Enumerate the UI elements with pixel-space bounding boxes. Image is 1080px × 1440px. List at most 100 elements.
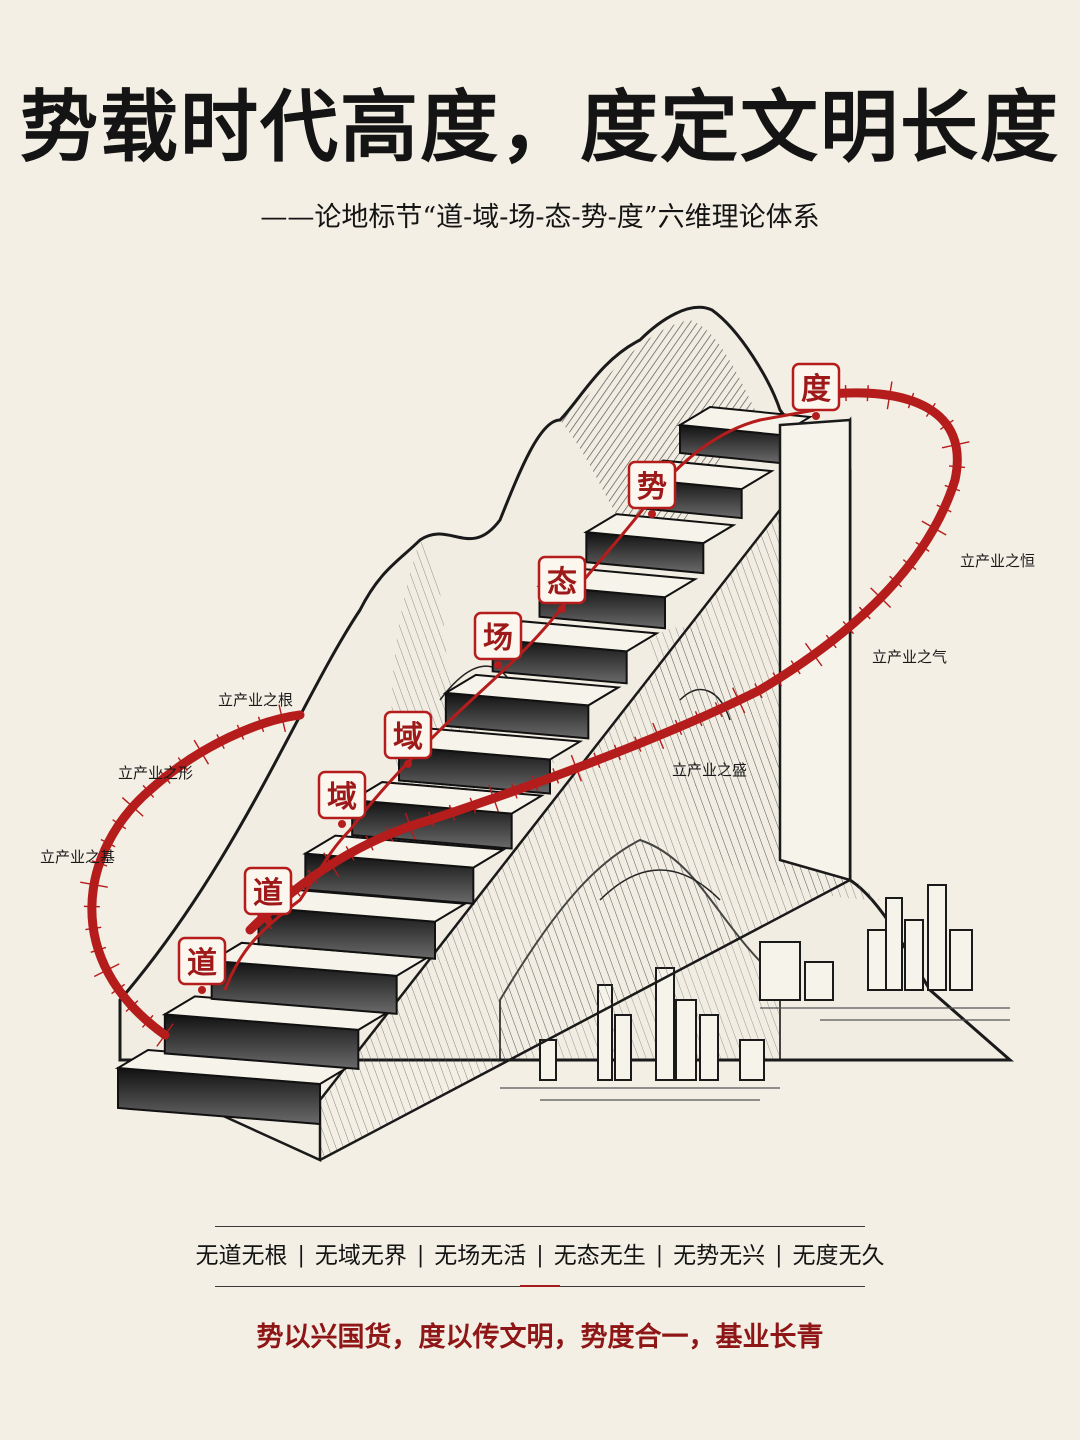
orbit-tick: [948, 465, 966, 469]
stair-seal-dot: [264, 916, 272, 924]
orbit-tick: [159, 770, 171, 784]
stair-seal-label: 道: [253, 876, 283, 911]
stair-seal-dot: [404, 760, 412, 768]
stair-seal-frame: [383, 710, 433, 760]
stair-seal: 度: [791, 362, 841, 420]
orbit-tick: [889, 575, 903, 588]
orbit-tick: [902, 559, 917, 571]
orbit-tick: [90, 946, 107, 953]
stair-tread: [583, 513, 737, 545]
orbit-tick: [907, 392, 915, 409]
orbit-tick: [925, 402, 936, 417]
stair-seal: 道: [177, 936, 227, 994]
orbit-tick: [142, 784, 155, 798]
orbit-tick: [427, 811, 435, 828]
orbit-tick: [216, 734, 225, 749]
orbit-tick: [714, 702, 723, 718]
orbit-tick: [772, 672, 783, 687]
orbit-tick: [866, 385, 869, 402]
orbit-tick: [125, 1000, 139, 1012]
slogan-row: 无道无根 | 无域无界 | 无场无活 | 无态无生 | 无势无兴 | 无度无久: [0, 1234, 1080, 1278]
orbit-tick: [307, 869, 319, 884]
divider-top: [215, 1226, 865, 1227]
stair-seal-frame: [177, 936, 227, 986]
stair-seal: 道: [243, 866, 293, 924]
slogan-separator: |: [655, 1243, 664, 1268]
orbit-tick: [570, 754, 582, 782]
orbit-tick: [385, 826, 394, 842]
stair-seal-dot: [812, 412, 820, 420]
orbit-tick: [156, 1023, 174, 1047]
stair-seal-label: 势: [637, 470, 667, 505]
stair-seal-frame: [473, 611, 523, 661]
orbit-tick: [177, 757, 188, 772]
orbit-tick: [345, 846, 355, 861]
orbit-label-form: 立产业之形: [118, 764, 193, 782]
orbit-tick: [112, 819, 127, 830]
orbit-tick: [915, 541, 930, 552]
stair-seal-label: 域: [327, 780, 357, 815]
orbit-tick: [100, 838, 116, 848]
orbit-tick: [921, 520, 947, 536]
orbit-tick: [886, 381, 893, 410]
page-subtitle: ——论地标节“道-域-场-态-势-度”六维理论体系: [260, 202, 820, 233]
orbit-tick: [804, 642, 823, 667]
orbit-tick: [278, 704, 287, 733]
orbit-labels: 立产业之根 立产业之形 立产业之基 立产业之恒 立产业之气 立产业之盛: [40, 552, 1035, 866]
orbit-tick: [257, 716, 265, 733]
orbit-tick: [944, 484, 961, 492]
sea-lines: [500, 1007, 1010, 1101]
orbit-tick: [613, 744, 621, 761]
slogan-item: 无势无兴: [673, 1243, 766, 1269]
stair-seal: 态: [537, 555, 587, 613]
stair-seal-dot: [494, 661, 502, 669]
orbit-tick: [754, 683, 763, 699]
orbit-tick: [236, 724, 245, 740]
orbit-label-constancy: 立产业之恒: [960, 552, 1035, 570]
orbit-tick: [858, 606, 871, 620]
orbit-label-prosperity: 立产业之盛: [672, 761, 747, 779]
stair-seal-label: 度: [801, 372, 831, 407]
orbit-tick: [141, 1014, 154, 1028]
stair-seal-dot: [648, 510, 656, 518]
orbit-tick: [323, 852, 340, 877]
motto: 势以兴国货，度以传文明，势度合一，基业长青: [256, 1322, 824, 1353]
stair-seal-label: 道: [187, 946, 217, 981]
stair-seal-frame: [317, 770, 367, 820]
orbit-tick: [91, 860, 108, 867]
orbit-tick: [488, 784, 499, 812]
orbit-tick: [511, 783, 518, 799]
orbit-label-base: 立产业之基: [40, 848, 115, 866]
stair-seal: 域: [383, 710, 433, 768]
orbit-tick: [844, 385, 847, 402]
slogan-separator: |: [416, 1243, 425, 1268]
stair-seal: 场: [473, 611, 523, 669]
stair-seal: 域: [317, 770, 367, 828]
slogan-item: 无度无久: [792, 1243, 885, 1269]
orbit-tick: [941, 441, 970, 449]
stair-seal-dot: [558, 605, 566, 613]
orbit-tick: [842, 621, 855, 635]
stair-seal-frame: [537, 555, 587, 605]
stair-seal-label: 态: [547, 565, 577, 600]
divider-accent: [520, 1285, 560, 1287]
orbit-label-vitality: 立产业之气: [872, 648, 947, 666]
orbit-tick: [531, 775, 539, 792]
stair-seal-dot: [338, 820, 346, 828]
stair-seal-frame: [791, 362, 841, 412]
orbit-tick: [448, 804, 456, 821]
slogan-item: 无态无生: [553, 1243, 646, 1269]
slogan-separator: |: [536, 1243, 544, 1268]
orbit-tick: [193, 739, 210, 765]
slogan-item: 无场无活: [434, 1243, 527, 1269]
orbit-tick: [674, 719, 683, 736]
orbit-tick: [93, 963, 120, 978]
orbit-tick: [593, 752, 601, 769]
orbit-tick: [939, 419, 954, 431]
orbit-tick: [790, 660, 801, 675]
stair-seal: 势: [627, 460, 677, 518]
stair-seal-frame: [243, 866, 293, 916]
orbit-tick: [652, 722, 665, 750]
